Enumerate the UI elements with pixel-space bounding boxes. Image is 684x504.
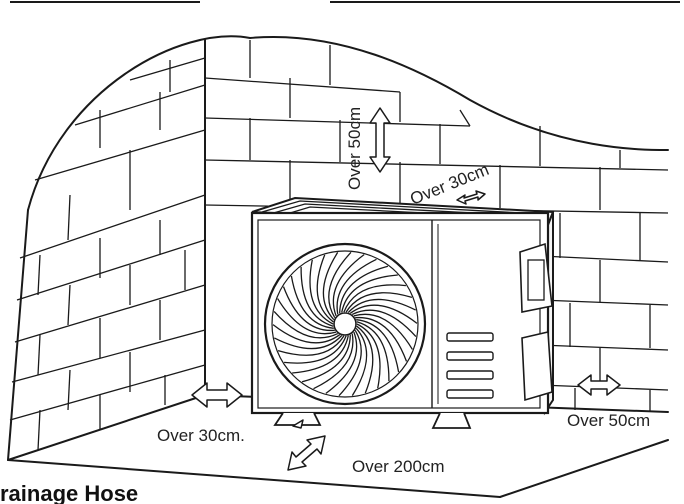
top-clearance-arrow bbox=[369, 107, 391, 173]
fan-icon bbox=[263, 242, 427, 406]
front-clearance-label: Over 200cm bbox=[352, 457, 445, 476]
left-wall-bricks bbox=[9, 57, 206, 451]
right-clearance-arrow bbox=[577, 374, 621, 396]
top-clearance-label: Over 50cm bbox=[345, 107, 364, 190]
section-caption: rainage Hose bbox=[0, 481, 138, 504]
foot-arrow bbox=[292, 419, 304, 429]
rear-clearance-label: Over 30cm bbox=[407, 160, 491, 209]
vent-slots bbox=[446, 332, 494, 399]
rear-clearance-arrow bbox=[456, 190, 486, 205]
left-clearance-label: Over 30cm. bbox=[157, 426, 245, 445]
front-clearance-arrow bbox=[287, 435, 326, 471]
right-clearance-label: Over 50cm bbox=[567, 411, 650, 430]
left-clearance-arrow bbox=[191, 382, 243, 408]
